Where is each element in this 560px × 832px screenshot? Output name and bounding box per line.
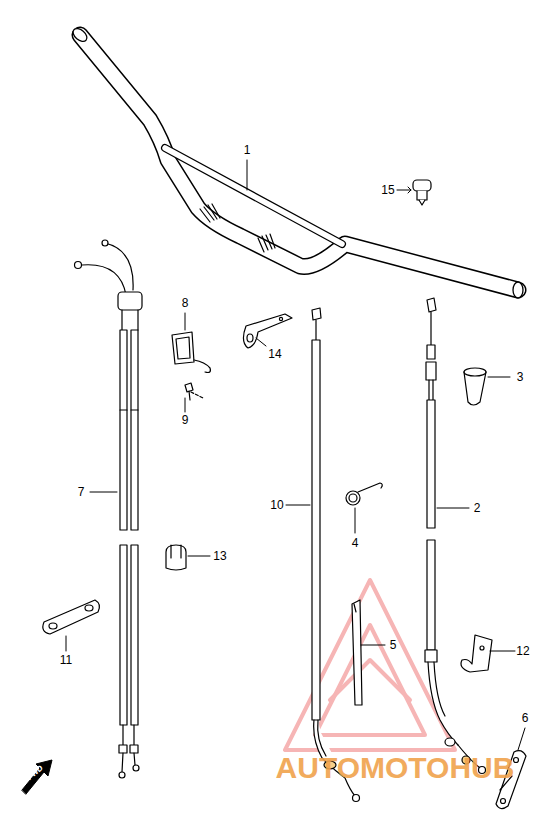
bar-end-plug [413, 180, 431, 205]
callout-number: 8 [181, 296, 190, 310]
callout-number: 7 [77, 485, 86, 499]
cable-clamp-12 [461, 635, 492, 672]
forward-arrow [22, 760, 52, 794]
callout-number: 3 [516, 370, 525, 384]
callout-number: 11 [59, 653, 73, 667]
cable-band [352, 600, 362, 705]
brake-cable [425, 298, 486, 774]
clutch-cable [312, 308, 360, 802]
callout-number: 10 [269, 498, 284, 512]
callout-number: 4 [351, 536, 360, 550]
cable-holder [496, 751, 526, 809]
return-spring [346, 483, 382, 505]
callout-number: 14 [267, 347, 282, 361]
callout-number: 6 [521, 711, 530, 725]
callout-number: 5 [389, 638, 398, 652]
callout-number: 2 [473, 501, 482, 515]
watermark: AUTOMOTOHUB [275, 761, 516, 775]
throttle-cable [75, 240, 143, 778]
callout-number: 12 [515, 644, 530, 658]
cable-guide [243, 314, 292, 348]
callout-number: 15 [380, 183, 395, 197]
leader-lines [66, 160, 525, 750]
handlebar [71, 26, 523, 298]
cable-clamp [172, 332, 210, 400]
callout-number: 1 [243, 143, 252, 157]
cable-clip [166, 545, 186, 570]
adjuster-cover [464, 368, 486, 405]
cable-guide-plate [43, 600, 100, 634]
callout-number: 13 [212, 549, 227, 563]
callout-number: 9 [181, 413, 190, 427]
